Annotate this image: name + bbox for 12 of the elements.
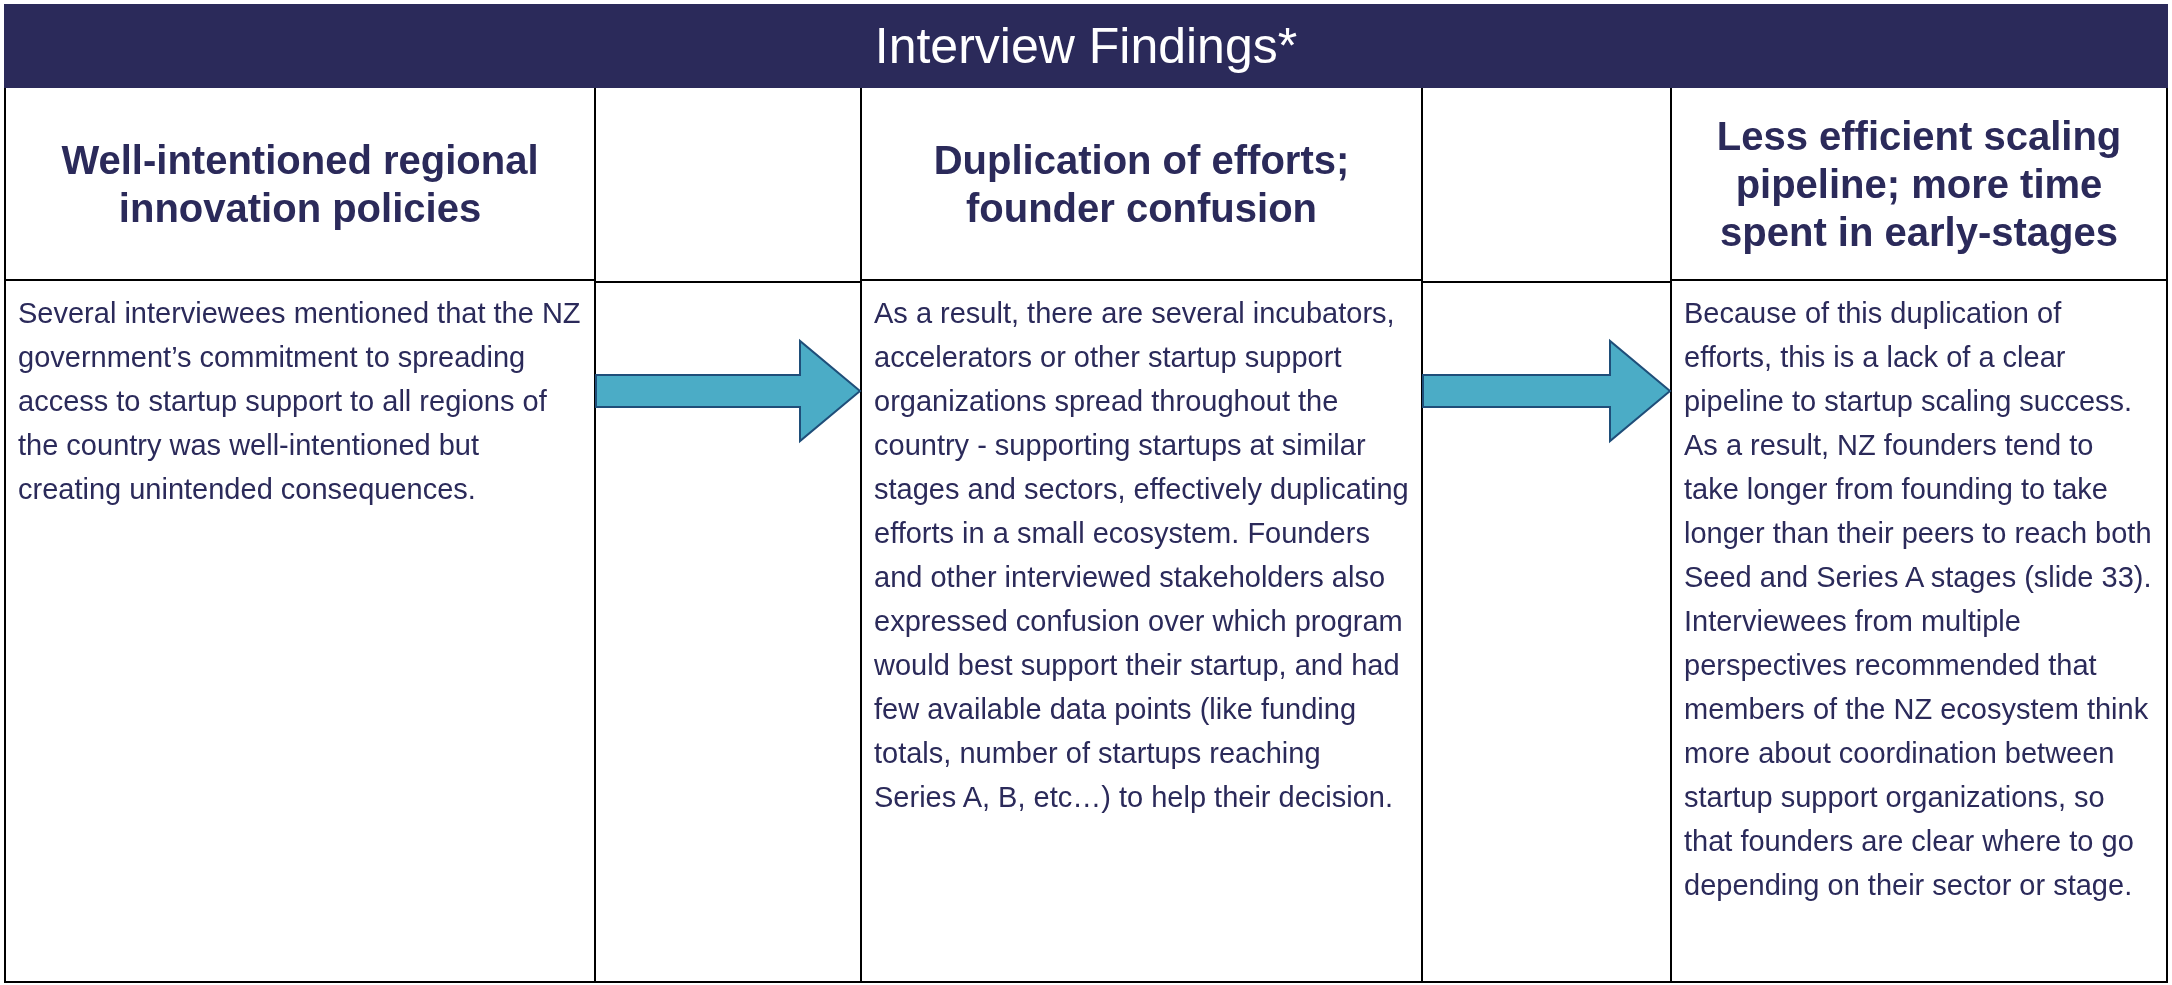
column-text: As a result, there are several incubators, accelerators or other startup support organizations spread throughout the country - supporting startups at similar stages and sectors, effectively duplicating efforts in a small ecosystem. Founders and other interviewed stakeholders also expressed confusion over which program would best support their startup, and had few available data points (like funding totals, number of startups reaching Series A, B, etc…) to help their decision. — [873, 296, 1410, 815]
column-panel — [1670, 88, 2168, 983]
column-heading: Well-intentioned regional innovation policies — [60, 136, 540, 232]
column-text: Because of this duplication of efforts, this is a lack of a clear pipeline to startup scaling success. As a result, NZ founders tend to take longer from founding to take longer than their peers to reach both Seed and Series A stages (slide 33). Interviewees from multiple perspectives recommended that members of the NZ ecosystem think more about coordination between startup support organizations, so that founders are clear where to go depending on their sector or stage. — [1683, 296, 2153, 903]
column-heading: Less efficient scaling pipeline; more time spent in early-stages — [1715, 112, 2123, 256]
column-panel — [860, 88, 1423, 983]
block-arrow — [595, 338, 862, 444]
block-arrow — [1422, 338, 1672, 444]
column-heading: Duplication of efforts; founder confusion — [932, 136, 1351, 232]
title-banner: Interview Findings* — [4, 4, 2168, 88]
column-panel — [4, 88, 596, 983]
column-text: Several interviewees mentioned that the NZ government’s commitment to spreading access to startup support to all regions of the country was well-intentioned but creating unintended consequences. — [17, 296, 582, 507]
